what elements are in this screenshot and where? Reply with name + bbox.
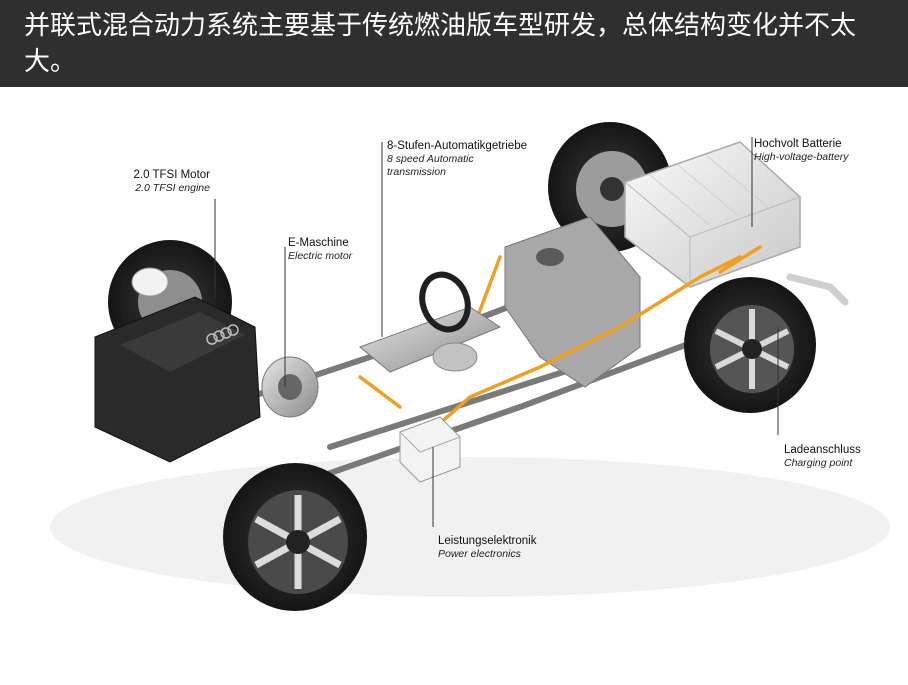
engine-block — [94, 267, 261, 463]
leader-lines — [214, 137, 779, 527]
front-left-wheel — [223, 463, 367, 611]
label-motor-de: E-Maschine — [288, 237, 349, 249]
label-motor-en: Electric motor — [288, 250, 353, 262]
charging-port — [786, 273, 849, 306]
label-transmission-en1: 8 speed Automatic — [387, 153, 474, 165]
label-transmission-en2: transmission — [387, 166, 446, 178]
rear-left-wheel — [684, 277, 816, 413]
fuel-tank — [504, 216, 641, 388]
label-battery: Hochvolt Batterie High-voltage-battery — [754, 138, 849, 164]
label-battery-en: High-voltage-battery — [754, 151, 849, 163]
label-transmission: 8-Stufen-Automatikgetriebe 8 speed Autom… — [387, 140, 527, 179]
label-power: Leistungselektronik Power electronics — [438, 535, 536, 561]
power-electronics-unit — [399, 416, 461, 483]
label-charging: Ladeanschluss Charging point — [784, 444, 861, 470]
label-power-en: Power electronics — [438, 548, 521, 560]
label-power-de: Leistungselektronik — [438, 535, 537, 547]
steering-wheel — [419, 271, 471, 333]
label-engine-en: 2.0 TFSI engine — [135, 182, 210, 194]
electric-motor — [261, 356, 319, 418]
label-charging-de: Ladeanschluss — [784, 444, 861, 456]
ground-shadow — [50, 457, 890, 597]
caption-banner: 并联式混合动力系统主要基于传统燃油版车型研发，总体结构变化并不太大。 — [0, 0, 908, 87]
chassis-diagram: 2.0 TFSI Motor 2.0 TFSI engine E-Maschin… — [0, 87, 908, 681]
hv-cables — [358, 245, 762, 434]
label-battery-de: Hochvolt Batterie — [754, 138, 842, 150]
label-charging-en: Charging point — [784, 457, 853, 469]
chassis-illustration — [50, 122, 890, 611]
label-motor: E-Maschine Electric motor — [288, 237, 352, 263]
audi-rings — [206, 324, 239, 345]
label-engine-de: 2.0 TFSI Motor — [133, 169, 210, 181]
label-engine: 2.0 TFSI Motor 2.0 TFSI engine — [110, 169, 210, 195]
label-transmission-de: 8-Stufen-Automatikgetriebe — [387, 140, 527, 152]
caption-text: 并联式混合动力系统主要基于传统燃油版车型研发，总体结构变化并不太大。 — [24, 11, 857, 77]
